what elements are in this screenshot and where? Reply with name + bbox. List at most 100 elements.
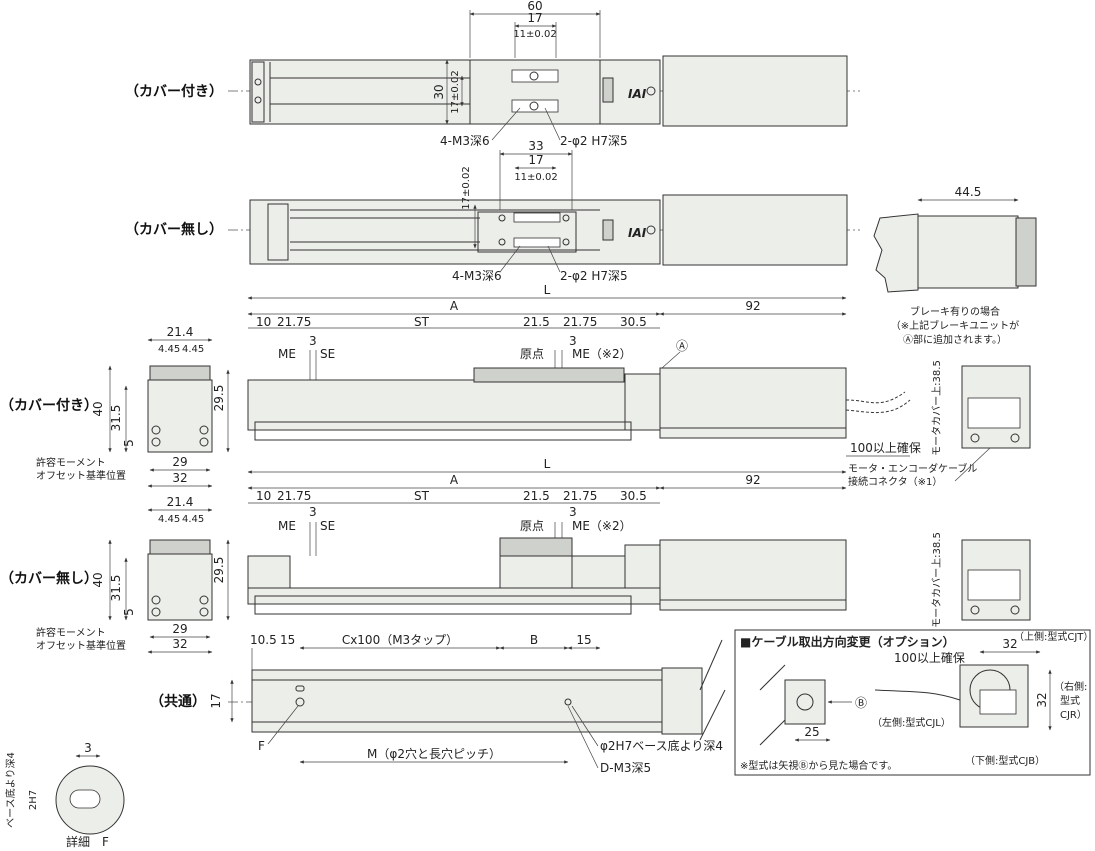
label-se: SE [320,347,335,361]
callout-m3-b: 4-M3深6 [452,269,502,283]
end-dim-29-5: 29.5 [212,385,226,412]
cable-option-100: 100以上確保 [894,650,965,665]
me-left-3-b: 3 [309,505,317,519]
cable-option-box: ■ケーブル取出方向変更（オプション） 100以上確保 Ⓑ 25 32 32 （上… [734,629,1093,776]
dim-92-b: 92 [745,473,760,487]
cable-option-left: （左側:型式CJL） [872,716,951,729]
label-me-note: ME（※2） [572,347,632,361]
moment-note-2: オフセット基準位置 [36,469,126,482]
end2-dim-5: 5 [122,608,136,616]
end-dim-32: 32 [172,471,187,485]
dim-44-5: 44.5 [955,185,982,199]
iai-logo-bottom: IAI [628,226,647,240]
end-view-without-cover: （カバー無し） 21.4 4.45 4.45 40 31.5 29.5 5 29… [0,495,230,654]
cable-option-b: Ⓑ [855,696,867,710]
dim-17-b: 17 [528,153,543,167]
end-dim-4-45-b: 4.45 [182,344,204,355]
dim-l: L [544,283,551,297]
cable-option-note: ※型式は矢視Ⓑから見た場合です。 [740,759,897,772]
detail-vertical: ベース底より深4 [4,752,17,828]
callout-phi2: 2-φ2 H7深5 [560,134,628,148]
end-dim-21-4: 21.4 [167,325,194,339]
dim-a: A [450,299,459,313]
end2-dim-29: 29 [172,622,187,636]
moment2-note-2: オフセット基準位置 [36,639,126,652]
seg-30-5-b: 30.5 [620,489,647,503]
end-label-with-cover: （カバー付き） [0,397,98,414]
common-dim-c: Cx100（M3タップ） [342,633,458,647]
dim-a-b: A [450,473,459,487]
cable-option-32-top: 32 [1002,637,1017,651]
detail-dim-3: 3 [84,741,92,755]
label-me-note-b: ME（※2） [572,519,632,533]
callout-phi2-b: 2-φ2 H7深5 [560,269,628,283]
side-view-without-cover: L A 92 10 21.75 ST 21.5 21.75 30.5 3 3 M… [247,457,847,615]
top-view-without-cover: （カバー無し） IAI 33 17 11±0.02 17±0.02 4-M3深6… [125,139,860,283]
cable-option-25: 25 [804,725,819,739]
label-origin-b: 原点 [520,519,544,533]
seg-21-75: 21.75 [277,315,311,329]
motor-end-views: モータカバー上:38.5 モータ・エンコーダケーブル 接続コネクタ（※1） モー… [848,360,1031,628]
end2-dim-32: 32 [172,637,187,651]
cable-option-32-side: 32 [1035,692,1049,707]
common-dim-m: M（φ2穴と長穴ピッチ） [367,746,501,761]
end-label-without-cover: （カバー無し） [0,570,98,587]
brake-note-3: Ⓐ部に追加されます。） [903,333,1007,346]
dim-17: 17 [527,11,542,25]
dim-17-tol: 17±0.02 [450,70,461,113]
dim-33: 33 [528,139,543,153]
cable-note-2: 接続コネクタ（※1） [848,475,942,488]
common-label-f: F [258,739,265,753]
end2-dim-40: 40 [91,572,105,587]
dim-30: 30 [432,84,446,99]
end2-dim-21-4: 21.4 [167,495,194,509]
end-dim-31-5: 31.5 [109,405,123,432]
cable-100: 100以上確保 [850,440,921,455]
end-dim-40: 40 [91,401,105,416]
side-view-with-cover: L A 92 10 21.75 ST 21.5 21.75 30.5 3 3 M… [247,283,921,457]
seg-30-5: 30.5 [620,315,647,329]
detail-f: 3 ベース底より深4 2H7 詳細 F [4,741,125,849]
end-view-with-cover: （カバー付き） 21.4 4.45 4.45 40 31.5 29.5 5 29… [0,325,230,488]
end2-dim-29-5: 29.5 [212,557,226,584]
common-label-phi2: φ2H7ベース底より深4 [600,738,723,753]
common-dim-15: 15 [280,633,295,647]
motor-dim-2: モータカバー上:38.5 [931,532,943,628]
seg-21-75-c: 21.75 [277,489,311,503]
moment2-note-1: 許容モーメント [36,626,106,639]
dim-11-b: 11±0.02 [514,172,557,183]
seg-21-75-d: 21.75 [563,489,597,503]
cable-option-right-3: CJR） [1060,709,1087,721]
common-dim-b: B [530,633,538,647]
common-label-dm3: D-M3深5 [600,761,651,775]
end-dim-29: 29 [172,455,187,469]
common-dim-17: 17 [209,693,223,708]
seg-21-5-b: 21.5 [523,489,550,503]
common-view: （共通） 10.5 15 Cx100（M3タップ） B 15 17 M（φ2穴と… [150,633,726,775]
cable-option-title: ■ケーブル取出方向変更（オプション） [740,634,955,649]
end-dim-4-45-a: 4.45 [158,344,180,355]
iai-logo-top: IAI [628,87,647,101]
me-right-3-b: 3 [569,505,577,519]
marker-a: Ⓐ [676,339,688,353]
label-me: ME [278,347,296,361]
view-label-without-cover: （カバー無し） [125,221,223,238]
dim-17-tol-b: 17±0.02 [461,166,472,209]
end-dim-5: 5 [122,439,136,447]
cable-note-1: モータ・エンコーダケーブル [848,462,977,475]
dim-92: 92 [745,299,760,313]
label-origin: 原点 [520,347,544,361]
seg-st: ST [414,315,430,329]
end2-dim-4-45-b: 4.45 [182,514,204,525]
brake-note-2: （※上記ブレーキユニットが [891,319,1019,332]
brake-unit-view: 44.5 ブレーキ有りの場合 （※上記ブレーキユニットが Ⓐ部に追加されます。） [873,185,1037,346]
seg-10: 10 [256,315,271,329]
cable-option-lower: （下側:型式CJB） [965,754,1045,767]
common-dim-10-5: 10.5 [250,633,277,647]
motor-dim-1: モータカバー上:38.5 [931,360,943,456]
detail-2h7: 2H7 [28,790,39,810]
dim-11: 11±0.02 [513,29,556,40]
cable-option-upper: （上側:型式CJT） [1014,630,1093,643]
top-view-with-cover: （カバー付き） IAI 60 17 11±0.02 30 17±0.02 4-M… [125,0,860,148]
